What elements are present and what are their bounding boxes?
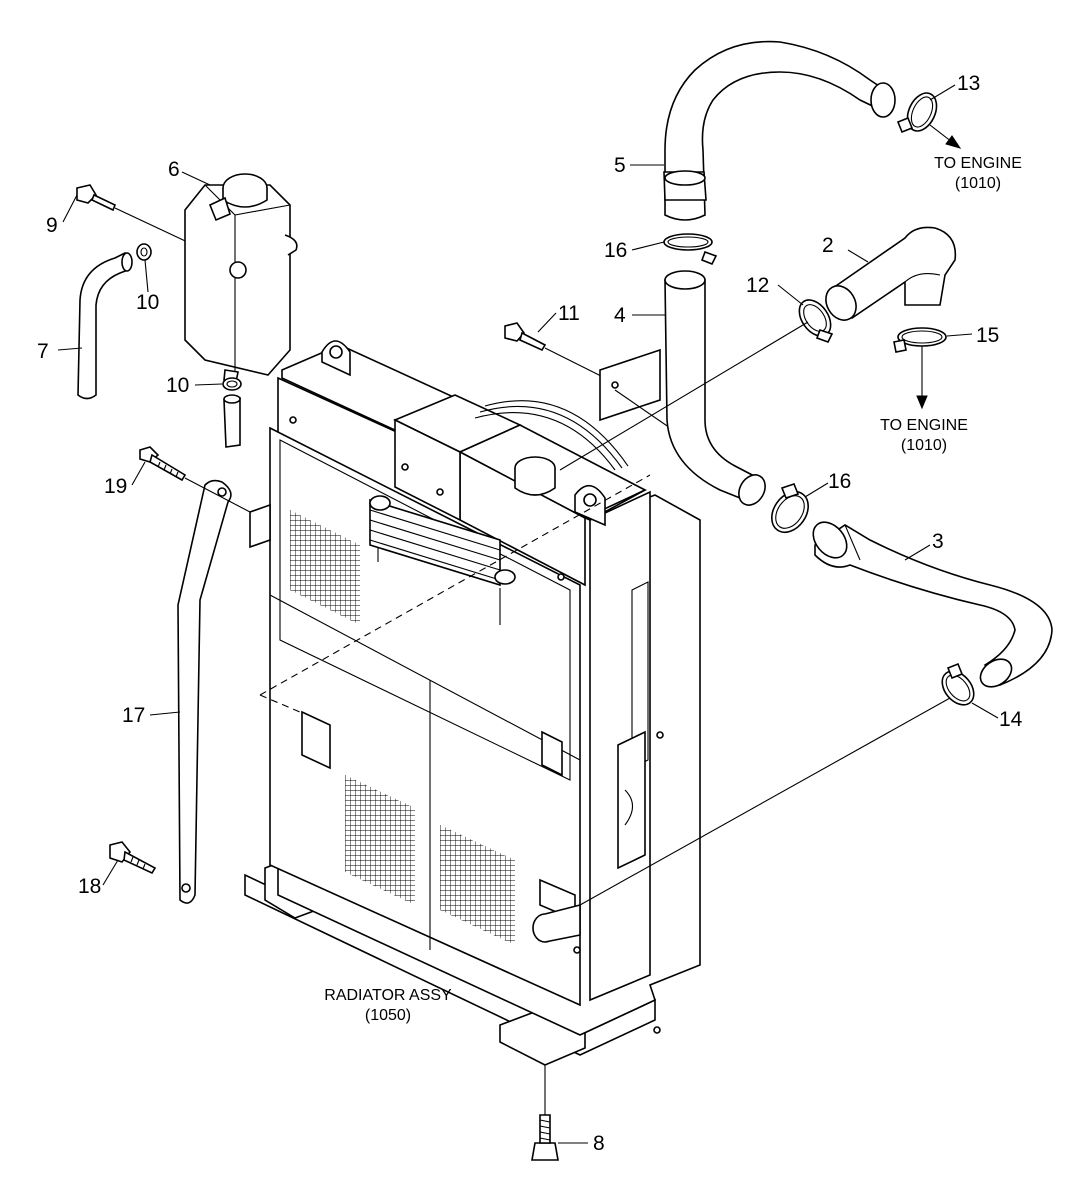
note-to-engine-mid: TO ENGINE xyxy=(880,417,968,434)
reference-notes: TO ENGINE (1010) TO ENGINE (1010) RADIAT… xyxy=(324,155,1022,1024)
radiator-assembly xyxy=(244,340,701,1066)
callout-10-upper: 10 xyxy=(136,291,159,314)
callout-12: 12 xyxy=(746,274,769,297)
note-radiator-assy-ref: (1050) xyxy=(365,1007,411,1024)
upper-hose-5 xyxy=(663,40,896,221)
callout-8: 8 xyxy=(593,1132,605,1155)
hose-clamp-16-upper xyxy=(663,233,718,266)
hose-clamp-12 xyxy=(798,299,834,343)
callout-16-upper: 16 xyxy=(604,239,627,262)
overflow-hose-7 xyxy=(77,252,133,400)
callout-7: 7 xyxy=(37,340,49,363)
hose-clamp-15 xyxy=(893,327,947,353)
callout-19: 19 xyxy=(104,475,127,498)
callout-2: 2 xyxy=(822,234,834,257)
elbow-hose-2 xyxy=(825,226,957,321)
oil-cooler xyxy=(369,495,516,625)
radiator-grille-lower-left xyxy=(345,775,415,905)
bolt-8 xyxy=(531,1065,559,1161)
hose-clamp-16-lower xyxy=(771,483,809,534)
callout-4: 4 xyxy=(614,304,626,327)
callout-labels: 5 13 16 4 2 12 15 16 3 14 6 9 10 7 10 11… xyxy=(37,72,1023,1155)
stay-bar-17 xyxy=(177,479,271,904)
bolt-11 xyxy=(504,322,706,453)
callout-17: 17 xyxy=(122,704,145,727)
note-to-engine-top-ref: (1010) xyxy=(955,175,1001,192)
radiator-grille-lower-right xyxy=(440,825,515,945)
note-to-engine-top: TO ENGINE xyxy=(934,155,1022,172)
callout-16-lower: 16 xyxy=(828,470,851,493)
callout-6: 6 xyxy=(168,158,180,181)
clip-10-upper xyxy=(136,243,152,261)
callout-5: 5 xyxy=(614,154,626,177)
leader-lines xyxy=(57,84,999,1144)
callout-14: 14 xyxy=(999,708,1023,731)
note-radiator-assy: RADIATOR ASSY xyxy=(324,987,452,1004)
lower-hose-3 xyxy=(812,521,1053,688)
callout-3: 3 xyxy=(932,530,944,553)
tank-outlet-hose xyxy=(223,394,241,448)
callout-10-lower: 10 xyxy=(166,374,189,397)
pipe-4 xyxy=(664,270,766,506)
callout-15: 15 xyxy=(976,324,999,347)
hose-clamp-13 xyxy=(896,92,938,134)
callout-9: 9 xyxy=(46,214,58,237)
bolt-19 xyxy=(139,446,251,513)
callout-18: 18 xyxy=(78,875,101,898)
callout-13: 13 xyxy=(957,72,980,95)
expansion-tank-6 xyxy=(184,173,298,383)
radiator-grille-upper-left xyxy=(290,510,360,625)
reference-dashed-line xyxy=(259,474,651,713)
note-to-engine-mid-ref: (1010) xyxy=(901,437,947,454)
clip-10-lower xyxy=(222,377,242,391)
callout-11: 11 xyxy=(558,302,580,325)
hose-clamp-14 xyxy=(941,662,975,706)
bolt-18 xyxy=(109,841,157,875)
